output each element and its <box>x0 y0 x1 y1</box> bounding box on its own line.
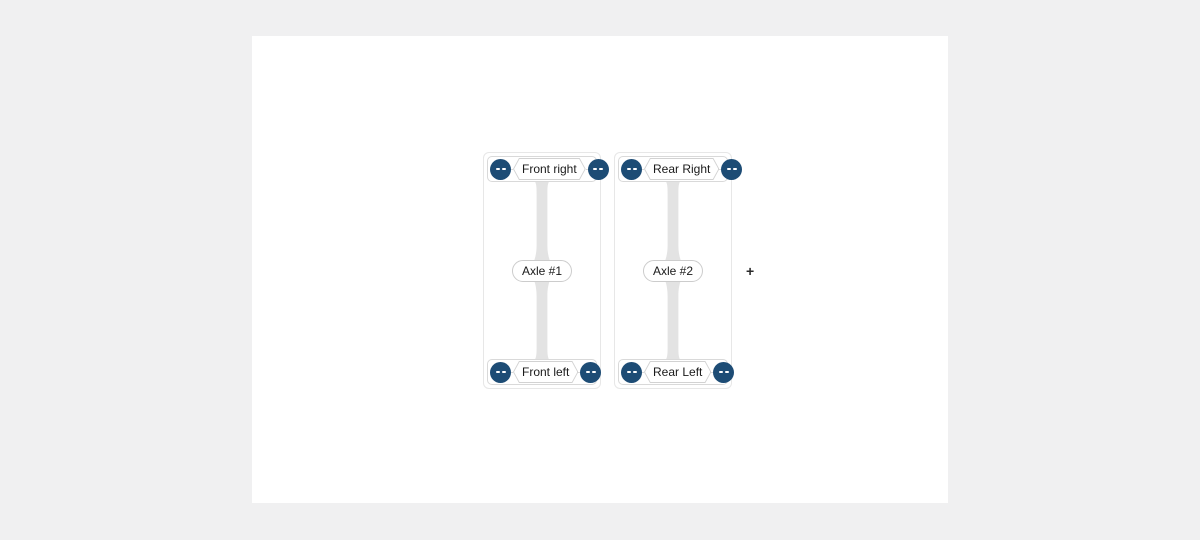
wheel-dashes-icon <box>718 371 729 373</box>
axle-label[interactable]: Axle #1 <box>511 259 573 282</box>
wheel-position-frame: Front left <box>513 361 578 383</box>
wheel-button-top-right[interactable] <box>721 158 743 180</box>
wheel-row-top: Rear Right <box>618 156 743 182</box>
wheel-dashes-icon <box>626 371 637 373</box>
wheel-button-bottom-right[interactable] <box>580 361 602 383</box>
wheel-button-top-left[interactable] <box>621 158 642 180</box>
connector-line <box>511 371 513 373</box>
connector-line <box>642 168 644 170</box>
connector-line <box>585 168 588 170</box>
wheel-dashes-icon <box>585 371 596 373</box>
axle-card: Rear Right Axle #2 Rear Left <box>614 152 743 389</box>
connector-line <box>511 168 513 170</box>
connector-line <box>578 371 581 373</box>
wheel-row-bottom: Rear Left <box>618 359 735 385</box>
wheel-dashes-icon <box>626 168 637 170</box>
wheel-row-top: Front right <box>487 156 609 182</box>
wheel-button-bottom-right[interactable] <box>713 361 735 383</box>
wheel-position-label: Rear Right <box>645 159 718 179</box>
wheel-button-top-right[interactable] <box>587 158 609 180</box>
add-axle-button[interactable]: + <box>742 262 758 280</box>
wheel-position-frame: Rear Left <box>644 361 711 383</box>
connector-line <box>711 371 714 373</box>
wheel-position-label: Front right <box>514 159 585 179</box>
wheel-row-bottom: Front left <box>487 359 602 385</box>
wheel-position-label: Rear Left <box>645 362 710 382</box>
wheel-dashes-icon <box>495 371 506 373</box>
content-panel: Front right Axle #1 Front left <box>252 36 948 503</box>
wheel-button-bottom-left[interactable] <box>621 361 642 383</box>
wheel-button-bottom-left[interactable] <box>490 361 511 383</box>
wheel-position-frame: Front right <box>513 158 586 180</box>
wheel-dashes-icon <box>495 168 506 170</box>
wheel-dashes-icon <box>726 168 737 170</box>
wheel-position-frame: Rear Right <box>644 158 719 180</box>
connector-line <box>642 371 644 373</box>
connector-line <box>719 168 722 170</box>
wheel-dashes-icon <box>593 168 604 170</box>
axle-label[interactable]: Axle #2 <box>642 259 704 282</box>
wheel-position-label: Front left <box>514 362 577 382</box>
wheel-button-top-left[interactable] <box>490 158 511 180</box>
axles-container: Front right Axle #1 Front left <box>483 152 758 389</box>
axle-card: Front right Axle #1 Front left <box>483 152 609 389</box>
